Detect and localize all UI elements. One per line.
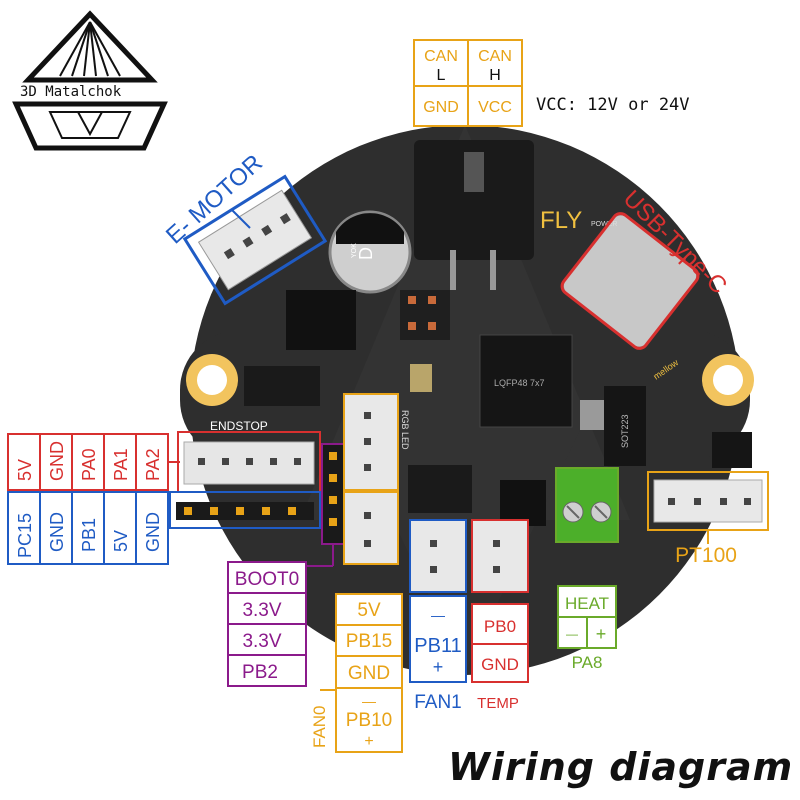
temp-label: TEMP — [477, 695, 519, 712]
can-vcc-label: VCC — [478, 99, 512, 116]
pt100-label: PT100 — [675, 544, 737, 567]
endstop-label: ENDSTOP — [210, 419, 268, 433]
rgb-led-connector — [343, 393, 399, 491]
fan1-table — [409, 595, 467, 683]
heat-minus: — — [566, 627, 578, 641]
capacitor-sub-label: YOK — [351, 243, 358, 258]
page-title: Wiring diagram — [448, 745, 794, 789]
endstop-row1-table — [7, 433, 180, 491]
fan0-row-pb15: PB15 — [346, 631, 392, 652]
fan0-row-gnd: GND — [348, 663, 390, 684]
can-table — [413, 39, 523, 127]
board-name: FLY — [540, 207, 582, 234]
fan1-plus: + — [433, 657, 444, 677]
can-h-label: CAN — [478, 48, 512, 65]
endstop-row1-pa2: PA2 — [143, 448, 163, 481]
boot-header — [306, 443, 345, 567]
boot-row-3v3b: 3.3V — [242, 631, 281, 652]
usb-type-c-connector — [560, 212, 700, 350]
rgb-led-label: RGB LED — [400, 410, 410, 450]
heat-label: HEAT — [565, 594, 609, 613]
endstop-row1-gnd: GND — [47, 441, 67, 481]
chip-label: LQFP48 7x7 — [494, 378, 545, 388]
fan0-table — [320, 593, 403, 753]
endstop-row1-5v: 5V — [15, 459, 35, 481]
board-components — [244, 140, 752, 526]
fan1-pin: PB11 — [414, 635, 461, 657]
endstop-row1-pa0: PA0 — [79, 448, 99, 481]
capacitor-label: D — [356, 247, 376, 260]
power-label: POWER — [591, 221, 617, 228]
temp-row-gnd: GND — [481, 655, 519, 674]
endstop-row1-pa1: PA1 — [111, 448, 131, 481]
boot-row-pb2: PB2 — [242, 662, 278, 683]
fan0-row-5v: 5V — [357, 600, 381, 621]
can-l-sub: L — [437, 67, 446, 84]
boot-table — [227, 561, 307, 687]
fan0-minus: — — [362, 693, 376, 709]
fan1-minus: — — [431, 607, 445, 623]
heat-table — [557, 585, 617, 649]
regulator-label: SOT223 — [620, 414, 630, 448]
fan0-plus: + — [364, 733, 373, 750]
temp-row-pb0: PB0 — [484, 617, 516, 636]
can-h-sub: H — [489, 67, 501, 84]
e-motor-connector — [182, 174, 328, 306]
temp-connector — [471, 519, 529, 593]
endstop-connector — [169, 431, 321, 529]
endstop-row2-gnd2: GND — [143, 512, 163, 552]
boot-row-boot0: BOOT0 — [235, 569, 299, 590]
brand-logo — [12, 10, 168, 151]
fan0-label: FAN0 — [310, 705, 329, 748]
fan1-connector — [409, 519, 467, 593]
can-gnd-label: GND — [423, 99, 459, 116]
can-l-label: CAN — [424, 48, 458, 65]
heat-plus: + — [596, 624, 607, 644]
endstop-row2-pb1: PB1 — [79, 518, 99, 552]
endstop-row2-gnd: GND — [47, 512, 67, 552]
brand-name: 3D Matalchok — [20, 84, 122, 100]
temp-table — [471, 603, 529, 683]
vcc-note: VCC: 12V or 24V — [536, 95, 690, 115]
endstop-row2-pc15: PC15 — [15, 513, 35, 558]
endstop-row2-5v: 5V — [111, 530, 131, 552]
boot-row-3v3a: 3.3V — [242, 600, 281, 621]
fan1-label: FAN1 — [414, 692, 462, 713]
heat-terminal — [555, 467, 619, 543]
fan0-connector — [343, 491, 399, 565]
heat-pin: PA8 — [572, 653, 603, 672]
endstop-row2-table — [7, 491, 169, 565]
pt100-connector — [647, 471, 769, 544]
fan0-row-pb10: PB10 — [346, 710, 392, 731]
